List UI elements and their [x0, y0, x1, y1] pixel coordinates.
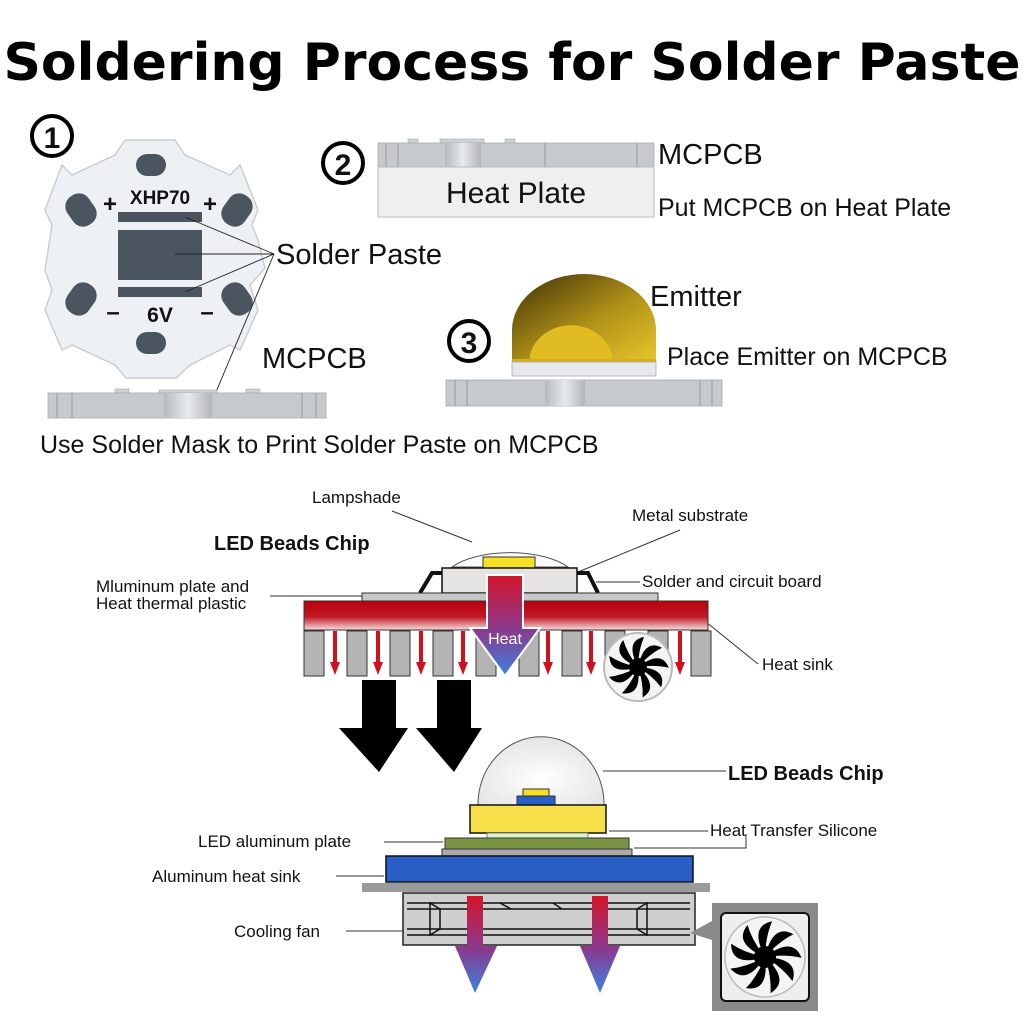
heat-arrow	[468, 574, 542, 678]
solder-pad-center	[118, 230, 202, 280]
step-1-number: 1	[44, 122, 61, 155]
mcpcb-side-view	[445, 379, 723, 407]
label-aluminum-heat-sink: Aluminum heat sink	[152, 867, 301, 886]
callout-mcpcb-1: MCPCB	[262, 343, 367, 375]
down-arrow-icon	[339, 680, 408, 772]
led-fan-diagram: LED Beads Chip	[152, 736, 884, 1011]
board-model-label: XHP70	[130, 188, 190, 209]
label-metal-substrate: Metal substrate	[632, 506, 748, 525]
fan-blade	[746, 957, 766, 989]
airflow-arrow	[455, 896, 497, 993]
step-1-badge	[30, 114, 74, 158]
minus-sign: –	[200, 299, 213, 326]
solder-pad-bottom	[118, 287, 202, 297]
fan-icon	[720, 912, 810, 1002]
heat-flow-arrow	[373, 631, 383, 675]
heat-sink-fin	[303, 630, 325, 677]
heat-flow-arrow	[330, 631, 340, 675]
pad	[65, 282, 97, 316]
heat-sink-fin	[389, 630, 411, 677]
heat-flow-arrow	[543, 631, 553, 675]
fan-blade	[622, 667, 639, 694]
heat-plate	[377, 166, 655, 218]
step-2-caption: Put MCPCB on Heat Plate	[658, 194, 951, 222]
airflow-arrow	[580, 896, 620, 993]
heat-sink-fin	[561, 630, 583, 677]
pad	[221, 193, 253, 227]
page-title: Soldering Process for Solder Paste	[3, 33, 1020, 93]
fan-blade	[619, 640, 638, 667]
pad	[65, 193, 97, 227]
heat-flow-arrow	[458, 631, 468, 675]
label-solder-board: Solder and circuit board	[642, 572, 822, 591]
mount-plate	[362, 883, 710, 892]
leader-heat-sink	[705, 621, 759, 665]
mcpcb-side-view	[47, 388, 327, 419]
heat-sink-fin	[690, 630, 712, 677]
down-arrow-icon	[416, 680, 482, 772]
step-2: 2 Heat Plate MCPCB Put MCPCB on Heat Pla…	[321, 138, 951, 222]
pad	[221, 282, 253, 316]
step-2-badge	[321, 141, 365, 185]
callout-mcpcb-2: MCPCB	[658, 139, 763, 171]
led-beads-heading-top: LED Beads Chip	[214, 533, 370, 555]
label-heat-transfer: Heat Transfer Silicone	[710, 821, 877, 840]
led-chip	[522, 788, 550, 797]
fan-blade	[638, 667, 663, 688]
pad	[136, 332, 166, 354]
leader-metal-substrate	[577, 529, 681, 573]
mcpcb-star-board: XHP70 6V + + – –	[44, 139, 266, 379]
step-3-caption: Place Emitter on MCPCB	[667, 343, 948, 371]
heat-sink-fin	[346, 630, 368, 677]
step-3: 3 Emitter Place Emitter on MCPCB	[445, 274, 948, 407]
step-2-number: 2	[335, 149, 352, 182]
heat-flow-arrows	[330, 631, 685, 675]
heat-flow-arrow	[586, 631, 596, 675]
fan-blade	[765, 931, 794, 957]
label-heat-sink: Heat sink	[762, 655, 833, 674]
step-3-badge	[447, 319, 491, 363]
label-plate-line1: Mluminum plate and	[96, 577, 249, 596]
step-1: 1 XHP70 6V + + – – Solder Paste	[30, 114, 599, 459]
callout-emitter: Emitter	[650, 281, 742, 313]
heat-arrow-label: Heat	[488, 631, 522, 648]
fan-blade	[638, 645, 662, 667]
led-beads-heading-bottom: LED Beads Chip	[728, 763, 884, 785]
cooling-fan-body	[402, 892, 696, 946]
plus-sign: +	[103, 191, 117, 218]
solder-paste-leaders	[175, 216, 275, 393]
fan-icon	[603, 632, 673, 702]
emitter	[511, 274, 657, 377]
plus-sign: +	[203, 191, 217, 218]
solder-pad-top	[118, 212, 202, 222]
heat-plate-label: Heat Plate	[446, 177, 586, 210]
label-lampshade: Lampshade	[312, 488, 401, 507]
led-dome	[477, 736, 605, 807]
fan-blade	[765, 957, 794, 982]
callout-solder-paste: Solder Paste	[276, 239, 442, 271]
led-base	[469, 804, 607, 834]
pad	[136, 154, 166, 176]
fan-blade	[742, 924, 765, 957]
heat-flow-arrow	[416, 631, 426, 675]
led-aluminum-plate	[444, 837, 630, 850]
mcpcb-side-view	[377, 138, 655, 168]
heat-sink-fin	[432, 630, 454, 677]
step-3-number: 3	[461, 327, 478, 360]
led-heatsink-diagram: LED Beads Chip Lampshade Metal substrate…	[96, 488, 833, 772]
heat-flow-arrow	[675, 631, 685, 675]
label-plate-line2: Heat thermal plastic	[96, 594, 247, 613]
label-cooling-fan: Cooling fan	[234, 922, 320, 941]
led-chip	[482, 556, 536, 569]
step-1-caption: Use Solder Mask to Print Solder Paste on…	[40, 431, 599, 459]
heat-transfer-silicone	[486, 832, 589, 839]
aluminum-heat-sink	[385, 855, 694, 883]
board-voltage-label: 6V	[147, 304, 173, 327]
minus-sign: –	[106, 299, 119, 326]
label-led-aluminum-plate: LED aluminum plate	[198, 832, 351, 851]
leader-lampshade	[391, 510, 473, 543]
